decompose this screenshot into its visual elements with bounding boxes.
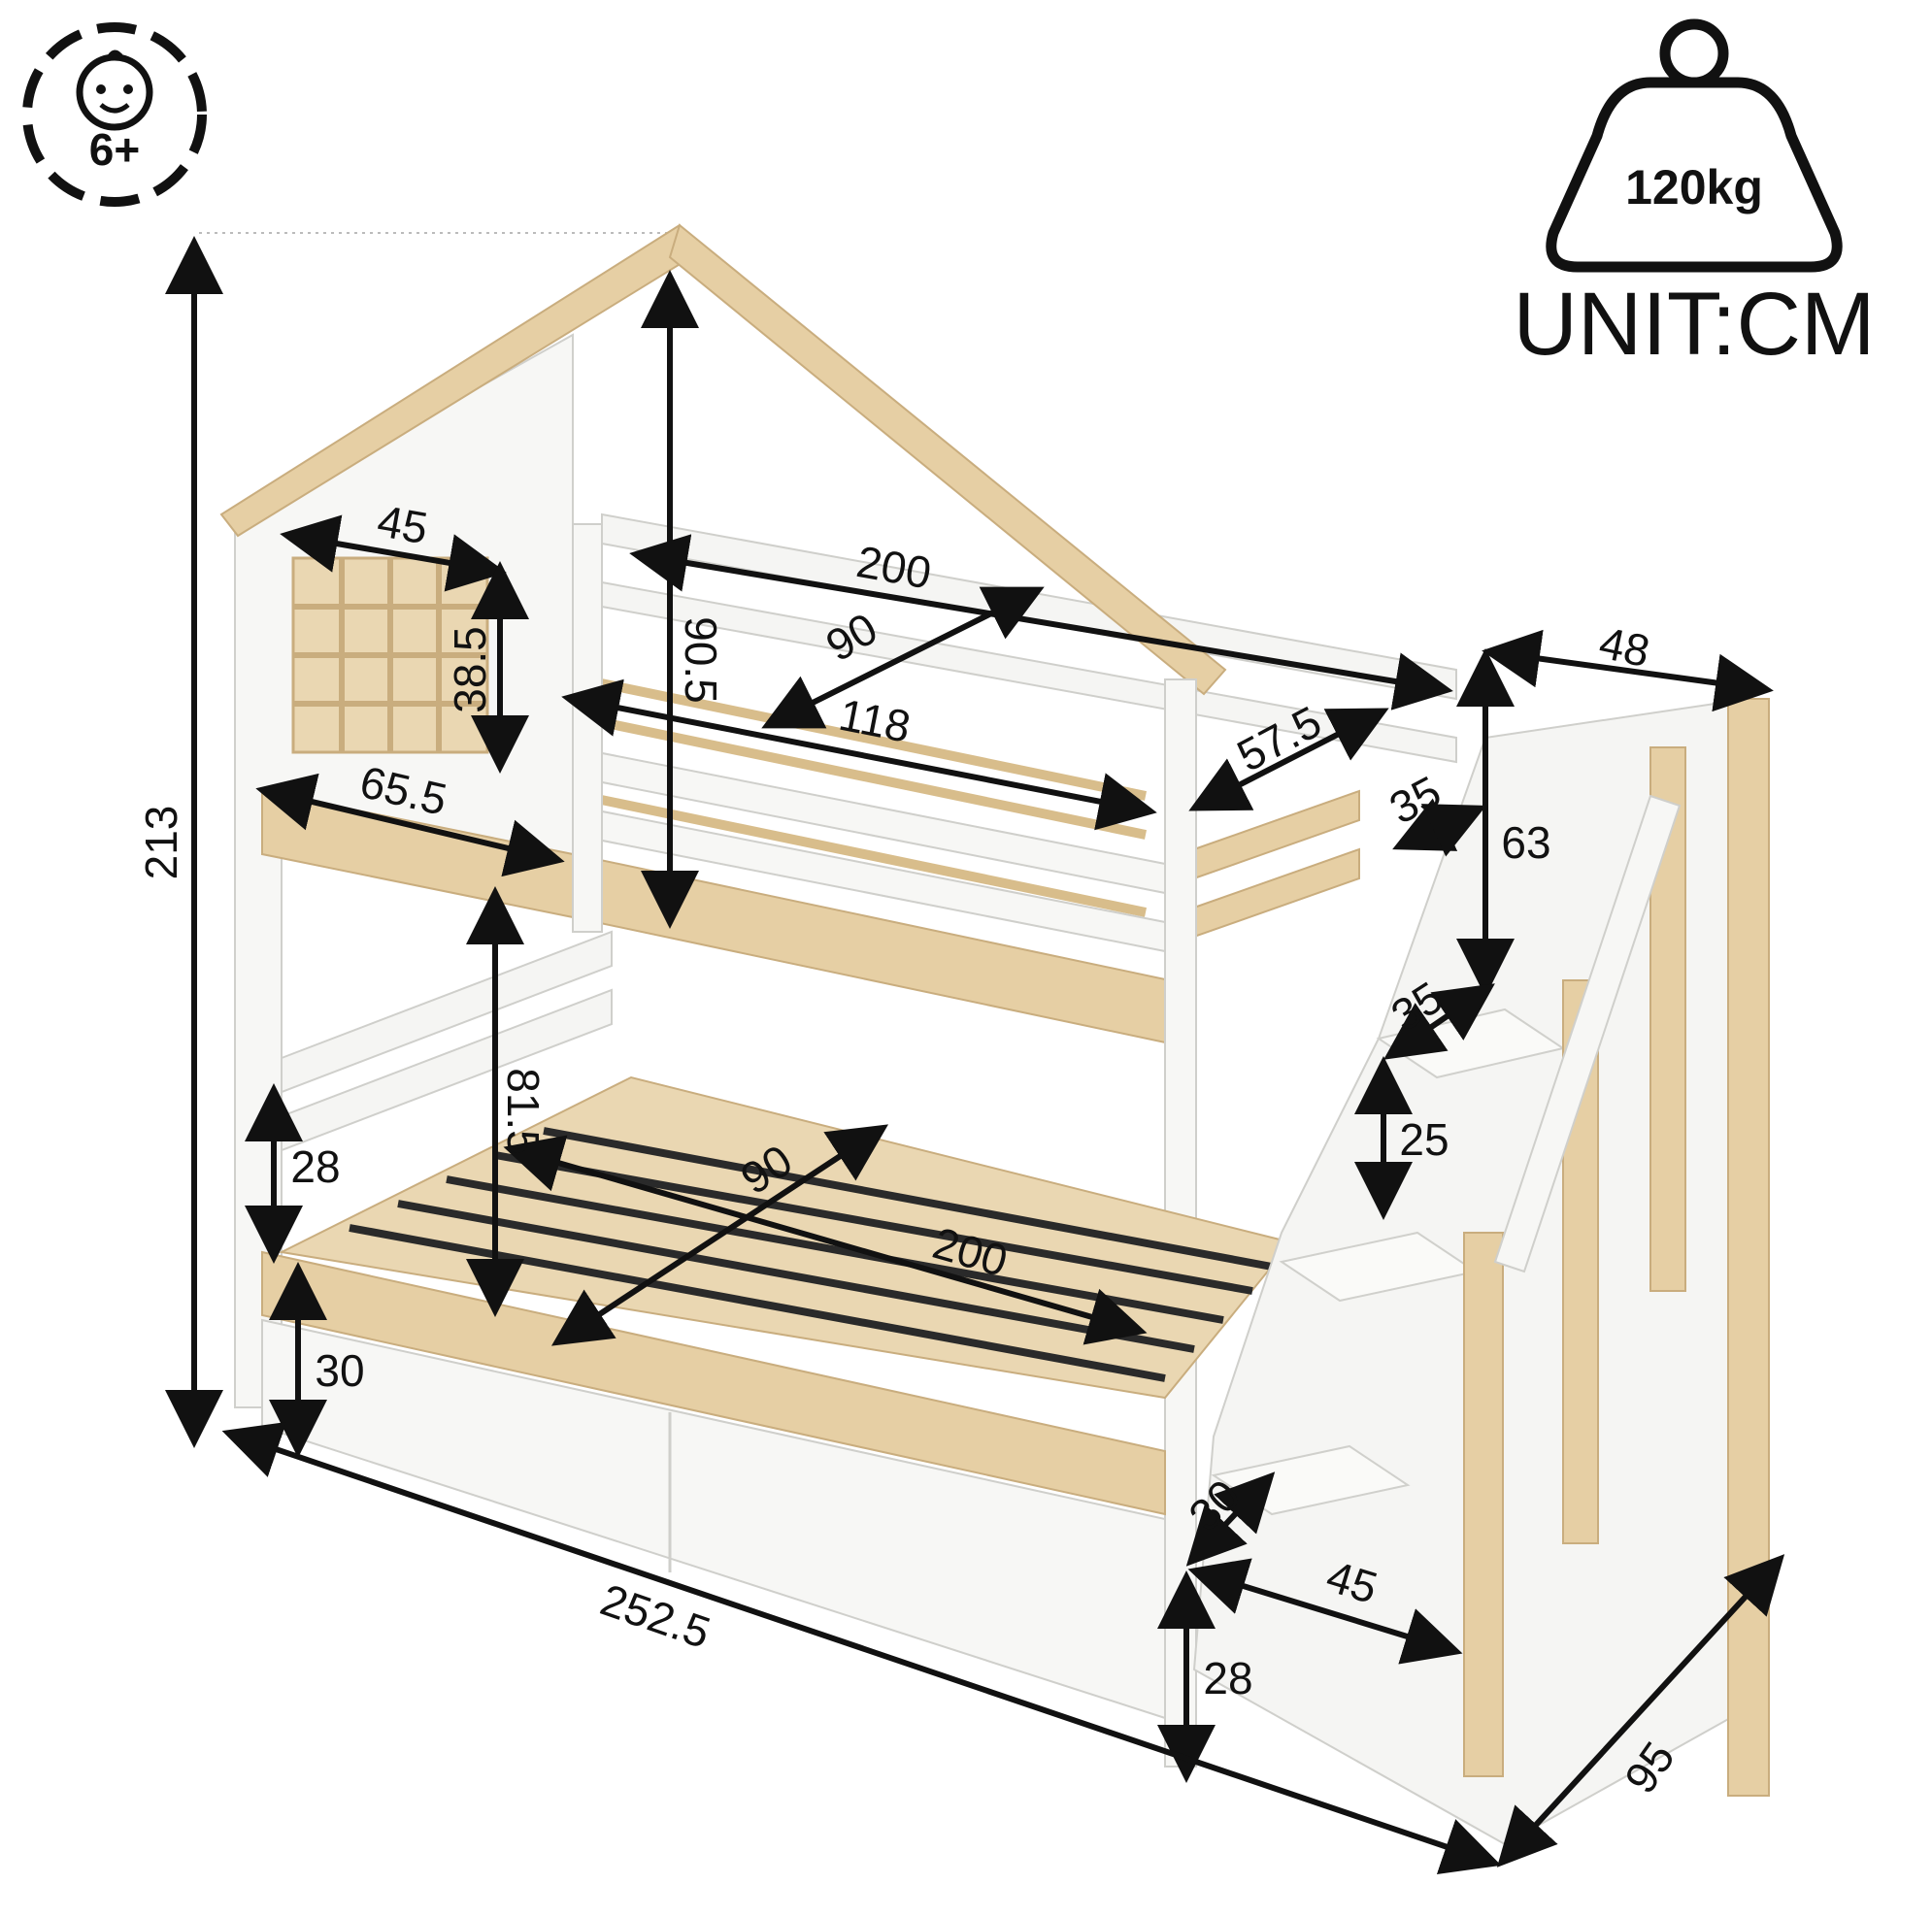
baby-face-icon	[76, 50, 153, 131]
dim-stair-base-height: 28	[1203, 1653, 1252, 1703]
dim-rail-height-upper: 35	[1382, 766, 1449, 834]
dim-lower-clearance: 81.5	[498, 1068, 549, 1155]
dim-line-overall-length	[221, 1422, 1502, 1874]
stair-handrail	[1493, 794, 1682, 1273]
dim-line-stair-depth	[1482, 629, 1774, 712]
dim-line-window-width	[280, 514, 507, 592]
weight-icon	[1546, 18, 1843, 273]
dim-line-lower-length	[503, 1135, 1148, 1345]
dim-roof-peak-height: 90.5	[676, 616, 726, 704]
unit-label: UNIT:CM	[1513, 275, 1875, 374]
dim-stair-depth: 48	[1595, 617, 1654, 678]
dim-stair-rail-height: 63	[1501, 817, 1550, 868]
dim-upper-width: 90	[817, 603, 885, 672]
dim-lower-guard-height: 28	[290, 1141, 340, 1192]
weight-badge: 120kg	[1546, 18, 1843, 273]
dim-line-overall-width	[1496, 1554, 1785, 1867]
dim-step-height: 25	[1399, 1114, 1449, 1165]
dim-upper-inner-length: 118	[835, 689, 915, 752]
dim-line-step-depth	[1383, 983, 1495, 1060]
age-label: 6+	[89, 124, 140, 175]
dim-line-guard-opening	[1188, 708, 1389, 811]
max-load-label: 120kg	[1625, 160, 1763, 215]
dimension-lines	[165, 236, 1785, 1874]
dim-window-height: 38.5	[445, 626, 495, 713]
bunk-bed-illustration	[199, 223, 1770, 1846]
back-left-post	[572, 523, 603, 933]
stair-handrail-post	[1463, 1232, 1504, 1777]
dim-overall-length: 252.5	[594, 1574, 716, 1659]
dim-total-height: 213	[136, 806, 186, 880]
dim-line-upper-inner	[561, 678, 1157, 831]
dim-line-side-panel	[255, 773, 565, 877]
dim-window-width: 45	[374, 495, 431, 553]
stair-outer-post	[1727, 698, 1770, 1797]
dim-drawer-height: 30	[315, 1345, 364, 1396]
age-badge: 6+	[22, 22, 207, 207]
